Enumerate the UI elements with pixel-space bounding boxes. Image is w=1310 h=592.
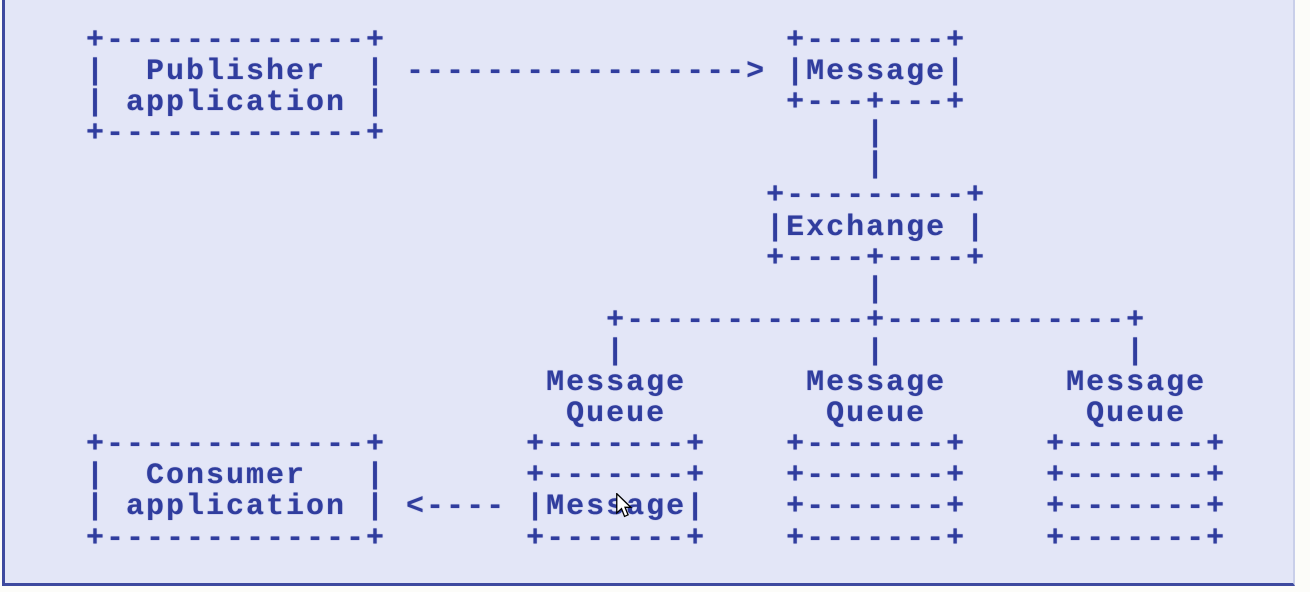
ascii-diagram: +-------------+ +-------+ | Publisher | … [86, 24, 1227, 556]
exchange-node [766, 182, 988, 276]
message-queue-3-node [1047, 368, 1229, 556]
diagram-panel: +-------------+ +-------+ | Publisher | … [2, 0, 1295, 586]
message-queue-1-node [526, 368, 708, 556]
consumer-application-node [84, 430, 386, 555]
deliver-arrow [405, 492, 526, 523]
publisher-application-node [84, 26, 386, 151]
message-queue-2-node [786, 368, 968, 556]
message-delivered-node [526, 492, 708, 523]
message-published-node [786, 26, 968, 120]
publish-arrow [405, 57, 767, 88]
